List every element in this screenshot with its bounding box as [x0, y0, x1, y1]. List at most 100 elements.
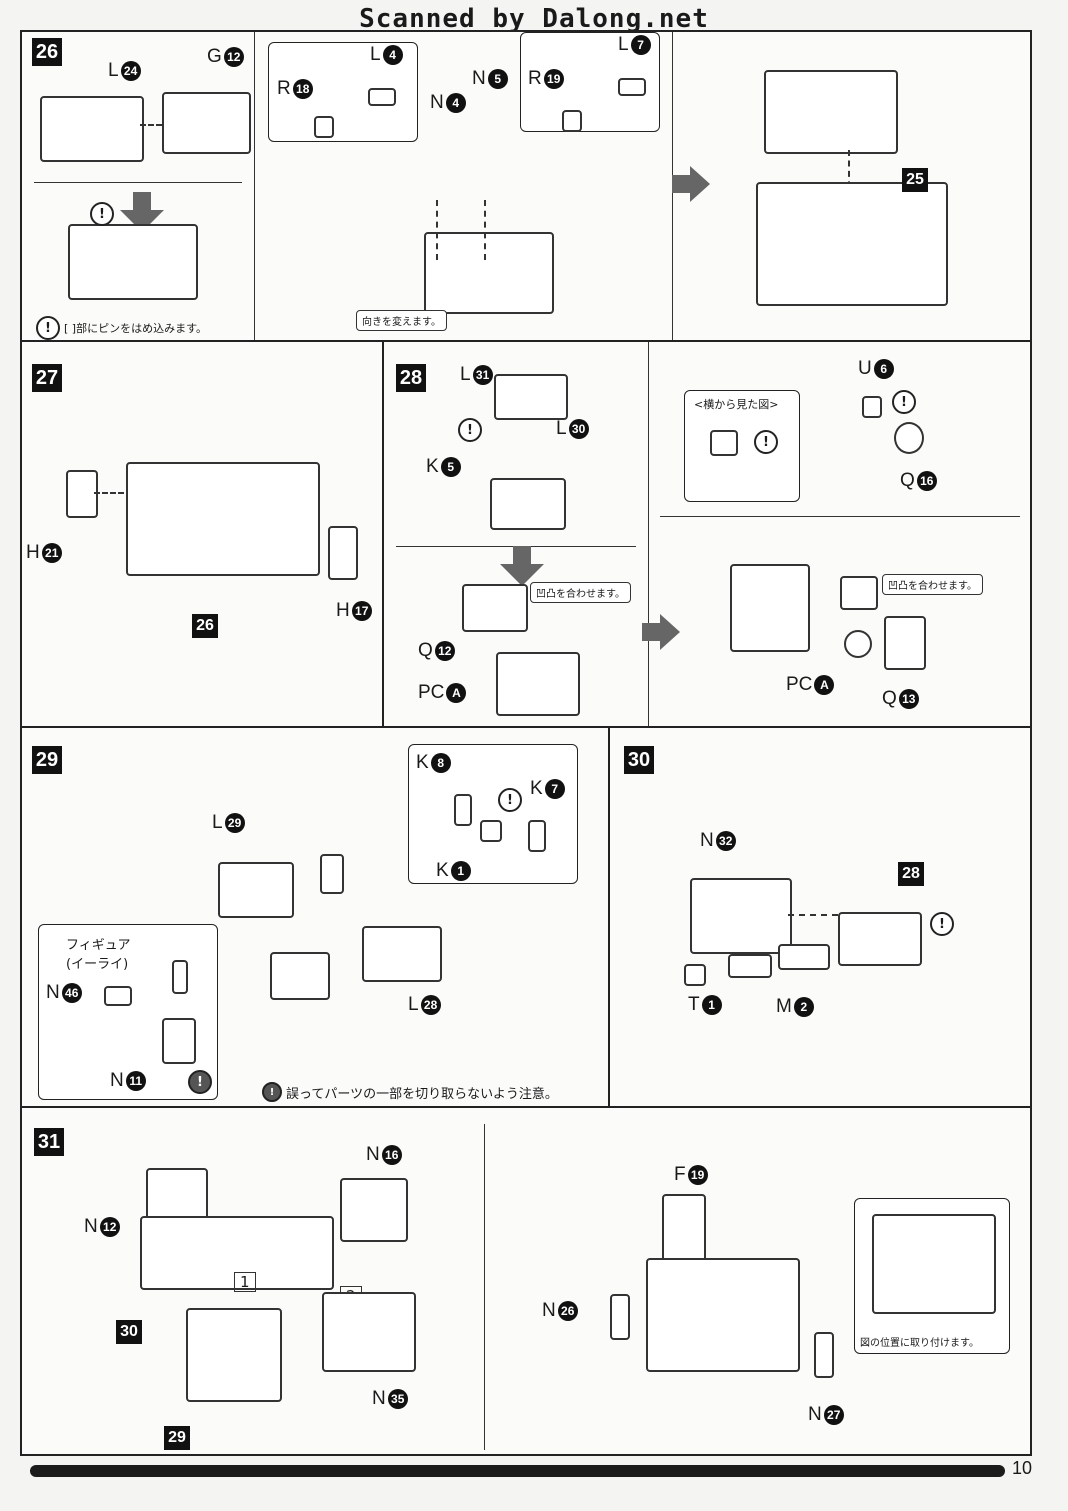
- down-arrow-icon: [500, 546, 544, 586]
- step-ref-25: 25: [902, 168, 928, 192]
- caution-icon: !: [90, 202, 114, 226]
- part-drawing: [140, 1216, 334, 1290]
- part-drawing: [162, 92, 251, 154]
- right-arrow-icon: [642, 614, 680, 650]
- step-number: 31: [34, 1128, 64, 1156]
- part-drawing: [66, 470, 98, 518]
- caution-note: !誤ってパーツの一部を切り取らないよう注意。: [262, 1082, 558, 1102]
- part-drawing: [872, 1214, 996, 1314]
- part-drawing: [490, 478, 566, 530]
- part-drawing: [322, 1292, 416, 1372]
- step-number: 27: [32, 364, 62, 392]
- right-arrow-icon: [672, 166, 710, 202]
- part-drawing: [362, 926, 442, 982]
- caution-icon: !: [930, 912, 954, 936]
- part-drawing: [68, 224, 198, 300]
- part-drawing: [894, 422, 924, 454]
- step-ref-28: 28: [898, 862, 924, 886]
- caution-icon: !: [892, 390, 916, 414]
- part-drawing: [690, 878, 792, 954]
- step-number: 28: [396, 364, 426, 392]
- part-drawing: [756, 182, 948, 306]
- part-drawing: [840, 576, 878, 610]
- figure-box: [38, 924, 218, 1100]
- part-drawing: [462, 584, 528, 632]
- align-note: 凹凸を合わせます。: [882, 574, 983, 595]
- part-drawing: [862, 396, 882, 418]
- attach-note: 図の位置に取り付けます。: [860, 1338, 979, 1349]
- part-drawing: [646, 1258, 800, 1372]
- part-drawing: [146, 1168, 208, 1220]
- part-drawing: [496, 652, 580, 716]
- part-drawing: [218, 862, 294, 918]
- figure-label: フィギュア (イーライ): [66, 938, 131, 972]
- part-drawing: [494, 374, 568, 420]
- part-drawing: [340, 1178, 408, 1242]
- caution-icon: !: [498, 788, 522, 812]
- side-view-label: <横から見た図>: [694, 398, 779, 411]
- figure-drawing: [172, 960, 188, 994]
- part-drawing: [424, 232, 554, 314]
- part-drawing: [328, 526, 358, 580]
- step-31-panel: 31 N12 N16 30 1 2 N35 29 F19 N26 N27 図の位…: [20, 1106, 1032, 1456]
- part-drawing: [320, 854, 344, 894]
- footer-bar: [30, 1465, 1005, 1477]
- step-ref-29: 29: [164, 1426, 190, 1450]
- step-number: 30: [624, 746, 654, 774]
- part-drawing: [186, 1308, 282, 1402]
- step-ref-30: 30: [116, 1320, 142, 1344]
- page-number: 10: [1012, 1458, 1033, 1478]
- part-drawing: [844, 630, 872, 658]
- step-number: 29: [32, 746, 62, 774]
- pin-note: ![ ]部にピンをはめ込みます。: [36, 316, 207, 340]
- turn-note: 向きを変えます。: [356, 310, 447, 331]
- part-drawing: [884, 616, 926, 670]
- part-drawing: [764, 70, 898, 154]
- part-drawing: [730, 564, 810, 652]
- step-number: 26: [32, 38, 62, 66]
- caution-icon: !: [458, 418, 482, 442]
- part-drawing: [838, 912, 922, 966]
- part-drawing: [270, 952, 330, 1000]
- scanner-watermark: Scanned by Dalong.net: [359, 4, 709, 34]
- step-ref-26: 26: [192, 614, 218, 638]
- caution-icon: !: [754, 430, 778, 454]
- align-note: 凹凸を合わせます。: [530, 582, 631, 603]
